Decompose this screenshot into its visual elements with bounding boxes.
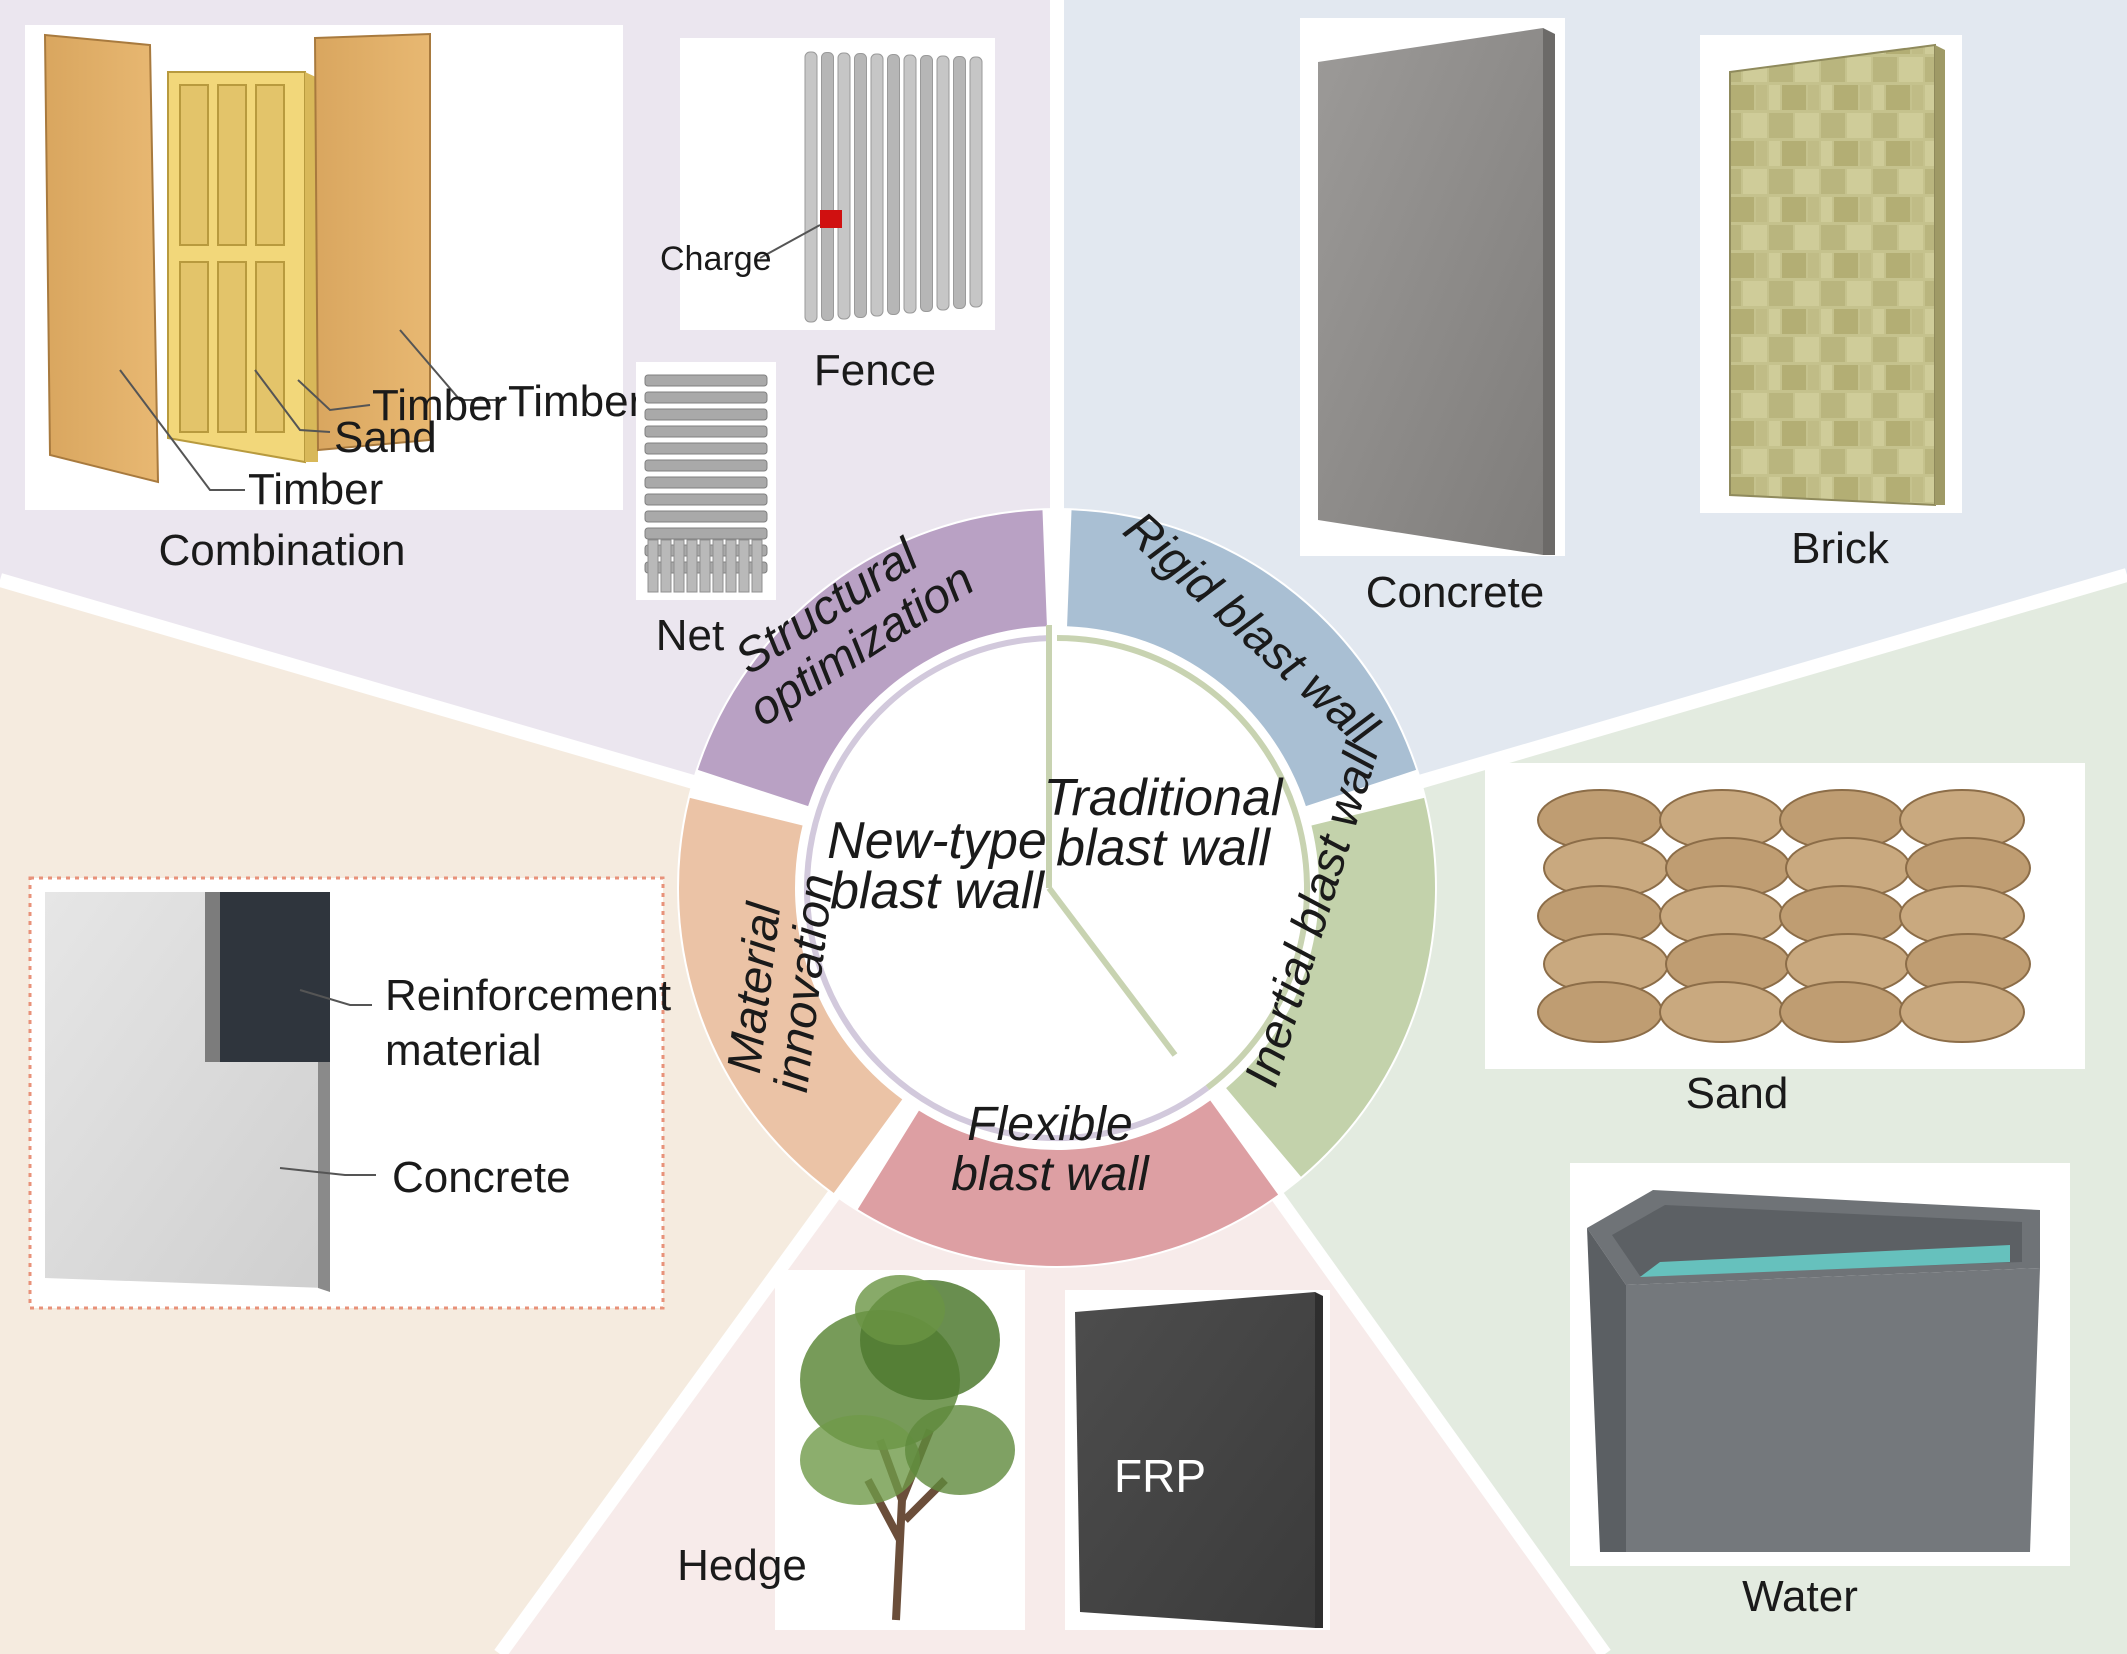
center-label-new-type-line1: New-type (827, 812, 1047, 870)
sandbag (1537, 981, 1663, 1043)
fence-post (936, 55, 950, 311)
center-label-new-type-line2: blast wall (830, 862, 1045, 920)
fence-post (870, 53, 884, 317)
fence-post (837, 52, 851, 320)
net-bar (644, 527, 768, 540)
concrete-example: Concrete (1300, 18, 1565, 617)
fence-post (920, 55, 933, 312)
hedge-example: Hedge (677, 1270, 1025, 1630)
reinforced-label-line1: Reinforcement (385, 971, 671, 1020)
net-title: Net (656, 611, 724, 660)
ring-segment-flexible (857, 1100, 1279, 1267)
fence-post (969, 56, 983, 308)
fence-label-charge: Charge (660, 240, 772, 278)
net-example: Net (636, 362, 776, 660)
sandbag-stacks (1537, 789, 2031, 1043)
frp-label: FRP (1114, 1450, 1206, 1502)
water-title: Water (1742, 1572, 1858, 1621)
net-bar (644, 408, 768, 421)
sand-title: Sand (1686, 1069, 1789, 1118)
net-post (725, 539, 737, 593)
concrete-title: Concrete (1366, 568, 1545, 617)
combination-label-timber-right: Timber (508, 377, 643, 426)
net-bar (644, 459, 768, 472)
fence-posts (804, 51, 983, 323)
sandbag (1659, 981, 1785, 1043)
ring-segment-inertial (1226, 797, 1435, 1177)
charge-marker (820, 210, 842, 228)
net-bar (644, 510, 768, 523)
net-bar (644, 493, 768, 506)
ring-label-flexible-line2: blast wall (951, 1148, 1150, 1201)
fence-post (854, 53, 867, 318)
net-bar (644, 476, 768, 489)
fence-post (953, 56, 966, 309)
inner-arc-traditional (1056, 635, 1310, 1091)
net-bars (644, 374, 768, 593)
fence-post (887, 54, 900, 315)
brick-example: Brick (1700, 35, 1962, 573)
sandbag-example: Sand (1485, 763, 2085, 1118)
fence-example: Charge Fence (660, 38, 995, 395)
net-post (686, 539, 698, 593)
fence-post (903, 54, 917, 314)
ring-label-flexible-line1: Flexible (967, 1098, 1132, 1151)
net-bar (644, 391, 768, 404)
reinforced-label-line2: material (385, 1026, 542, 1075)
net-bar (644, 442, 768, 455)
net-post (751, 539, 763, 593)
inner-arc-new-type (804, 635, 1210, 1141)
tree-icon (800, 1275, 1015, 1621)
net-bar (644, 425, 768, 438)
net-post (699, 539, 711, 593)
fence-post (821, 52, 834, 321)
net-post (712, 539, 724, 593)
net-bar (644, 374, 768, 387)
reinforced-concrete-example: Reinforcement material Concrete (28, 876, 671, 1310)
ring-segment-rigid (1067, 510, 1417, 807)
hedge-title: Hedge (677, 1541, 807, 1590)
combination-title: Combination (158, 526, 405, 575)
inner-divider-diagonal (1046, 886, 1178, 1057)
reinforced-label-concrete: Concrete (392, 1153, 571, 1202)
sandbag (1899, 981, 2025, 1043)
frp-example: FRP (1065, 1290, 1330, 1630)
fence-title: Fence (814, 346, 936, 395)
ring-segment-material (679, 797, 903, 1194)
net-post (673, 539, 685, 593)
net-post (738, 539, 750, 593)
classification-ring: Structural optimization Rigid blast wall… (677, 502, 1437, 1268)
combination-label-timber-middle: Timber (372, 381, 507, 430)
combination-label-sand: Sand (334, 413, 437, 462)
water-example: Water (1570, 1163, 2070, 1621)
net-post (660, 539, 672, 593)
brick-title: Brick (1791, 524, 1890, 573)
ring-segment-structural (697, 510, 1047, 807)
center-label-traditional-line1: Traditional (1044, 769, 1284, 827)
combination-label-timber-bottom: Timber (248, 465, 383, 514)
net-post (647, 539, 659, 593)
center-label-traditional-line2: blast wall (1056, 819, 1271, 877)
combination-example: Timber Sand Timber Timber Combination (25, 25, 643, 575)
fence-post (804, 51, 818, 323)
sandbag (1779, 981, 1905, 1043)
